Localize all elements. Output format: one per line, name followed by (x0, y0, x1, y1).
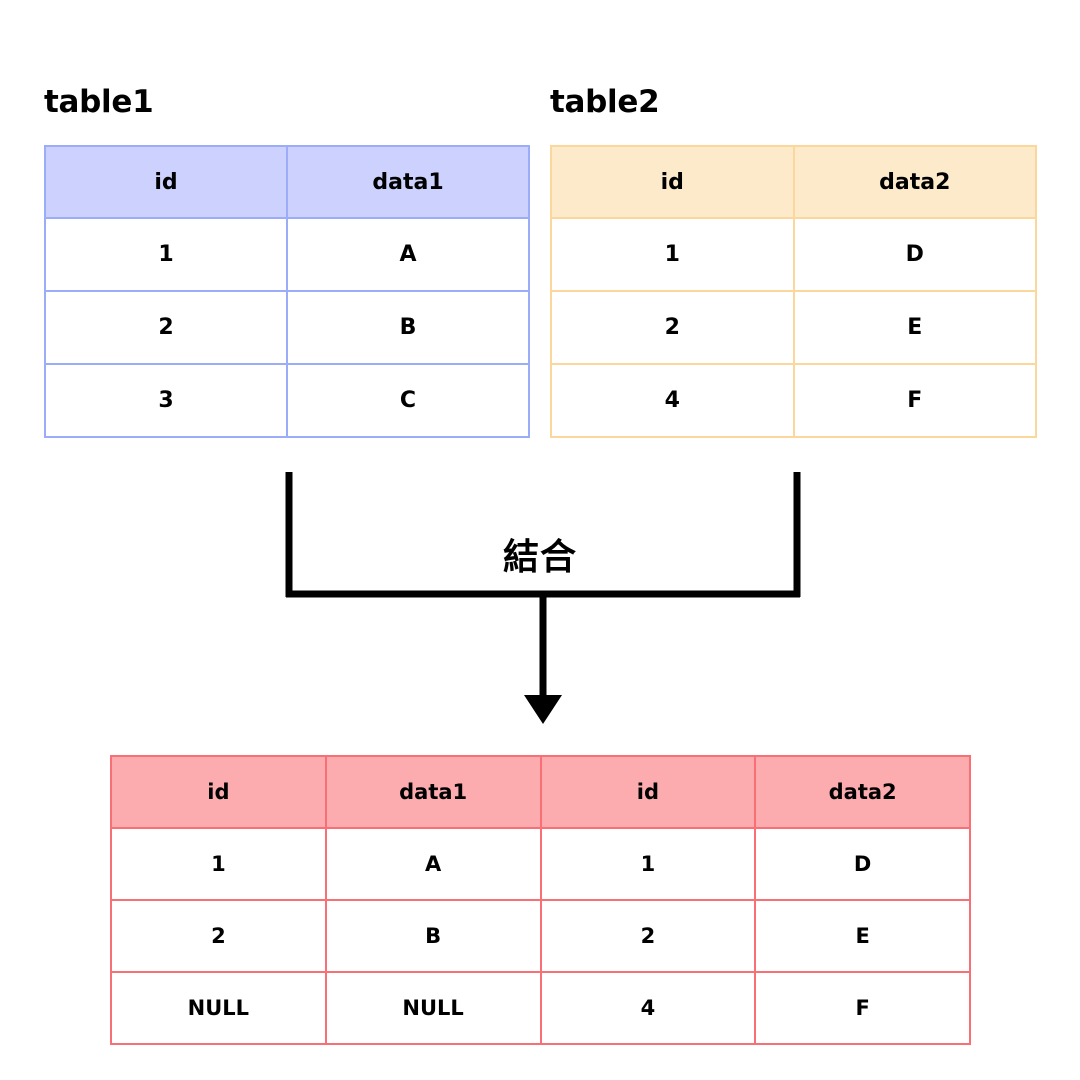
result-col-header-data1: data1 (324, 755, 542, 829)
table2-col-header-id: id (550, 145, 795, 219)
table1-header-row: id data1 (44, 145, 530, 219)
result-cell-id-2: 1 (539, 827, 757, 901)
result-cell-data1: A (324, 827, 542, 901)
table1-cell-data1: A (286, 217, 530, 292)
result-cell-id-1: NULL (110, 971, 327, 1045)
table1-cell-id: 3 (44, 363, 288, 438)
result-cell-id-2: 2 (539, 899, 757, 973)
table-row: 1 A (44, 217, 530, 292)
table2-header-row: id data2 (550, 145, 1037, 219)
table2-cell-data2: F (792, 363, 1037, 438)
table-row: 3 C (44, 363, 530, 438)
join-label-container: 結合 (0, 528, 1080, 580)
table-row: 2 B (44, 290, 530, 365)
table-row: 2 E (550, 290, 1037, 365)
table2-cell-id: 2 (550, 290, 795, 365)
table2: id data2 1 D 2 E 4 F (550, 145, 1037, 438)
result-cell-data2: F (754, 971, 971, 1045)
table2-cell-id: 1 (550, 217, 795, 292)
table-row: 2 B 2 E (110, 899, 971, 973)
table2-cell-data2: D (792, 217, 1037, 292)
result-col-header-data2: data2 (754, 755, 971, 829)
table1-cell-id: 1 (44, 217, 288, 292)
result-cell-data1: NULL (324, 971, 542, 1045)
arrow-head-icon (524, 695, 562, 724)
table1-cell-data1: C (286, 363, 530, 438)
table2-cell-data2: E (792, 290, 1037, 365)
result-table: id data1 id data2 1 A 1 D 2 B 2 E NULL N… (110, 755, 971, 1045)
result-cell-data2: E (754, 899, 971, 973)
table2-col-header-data2: data2 (792, 145, 1037, 219)
table-row: NULL NULL 4 F (110, 971, 971, 1045)
join-label: 結合 (502, 537, 577, 578)
result-cell-data1: B (324, 899, 542, 973)
table2-cell-id: 4 (550, 363, 795, 438)
table1-col-header-data1: data1 (286, 145, 530, 219)
table1-title: table1 (44, 84, 154, 120)
table1-col-header-id: id (44, 145, 288, 219)
result-cell-id-1: 1 (110, 827, 327, 901)
table1-cell-id: 2 (44, 290, 288, 365)
table2-title: table2 (550, 84, 660, 120)
result-cell-data2: D (754, 827, 971, 901)
result-col-header-id-1: id (110, 755, 327, 829)
table-row: 1 D (550, 217, 1037, 292)
result-header-row: id data1 id data2 (110, 755, 971, 829)
result-cell-id-2: 4 (539, 971, 757, 1045)
result-cell-id-1: 2 (110, 899, 327, 973)
table-row: 1 A 1 D (110, 827, 971, 901)
table1: id data1 1 A 2 B 3 C (44, 145, 530, 438)
table-row: 4 F (550, 363, 1037, 438)
table1-cell-data1: B (286, 290, 530, 365)
result-col-header-id-2: id (539, 755, 757, 829)
